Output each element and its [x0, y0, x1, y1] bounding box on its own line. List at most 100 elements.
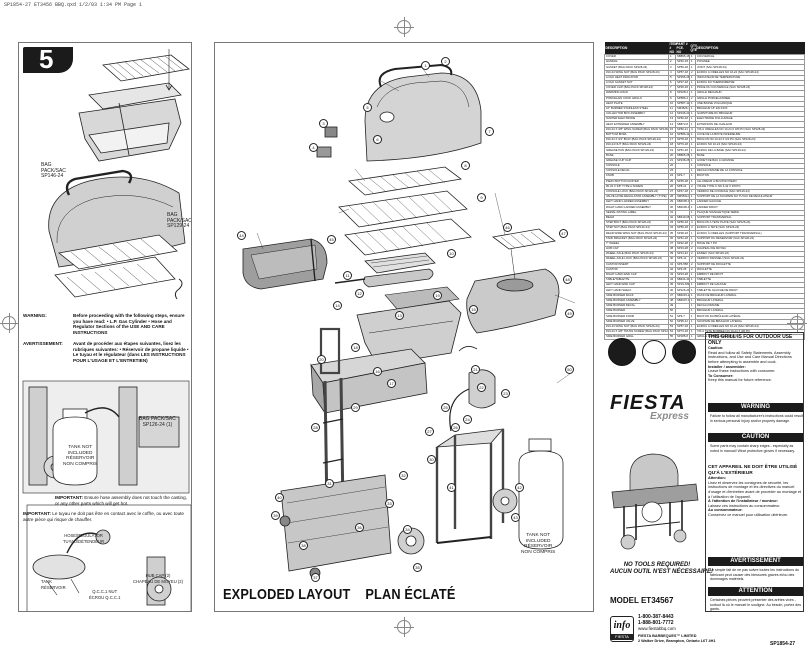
part-number: SB865-18: [675, 53, 690, 61]
part-number: SP23-28: [675, 271, 690, 279]
part-description-en: WHEEL AXLE LOCK (BAG PACK SP126-24): [604, 256, 669, 263]
col-part-number: PART # PCE. NO: [675, 42, 690, 55]
part-number: SP256-28: [675, 74, 690, 81]
part-callout: 31: [325, 479, 334, 488]
hub-cap-label: HUB CAP (2) CHAPEAU DE MOYEU (2): [133, 573, 184, 584]
part-number: SP95-12: [675, 318, 690, 325]
part-number: SP586-11: [675, 131, 690, 139]
part-description-en: #10-24 X 3/4" BOLT (BAG PACK SP129-24): [604, 136, 669, 144]
part-number: SP19-SSP: [675, 282, 690, 289]
part-number: SP586-4: [675, 95, 690, 102]
tank-not-included-label: TANK NOT INCLUDED RÉSERVOIR NON COMPRIS: [63, 445, 98, 467]
part-number: SP50-18: [675, 219, 690, 227]
caution-bar: CAUTION: [708, 433, 803, 442]
fr-installer-title: À l'attention de l'installateur / monteu…: [708, 499, 779, 504]
bag-label-sp126: BAG PACK/SAC SP126-24 (1): [139, 416, 176, 428]
part-number: SB4006-028: [675, 204, 690, 211]
part-number: SP79-18: [675, 142, 690, 149]
certification-seal-round: [672, 340, 696, 364]
part-callout: 34: [403, 525, 412, 534]
model-number: MODEL ET34567: [610, 596, 674, 605]
col-description-fr: DESCRIPTION: [695, 42, 805, 55]
part-description-fr: GRILLE DU BRÛLEUR LATÉRAL: [695, 334, 805, 341]
part-callout: 3: [319, 119, 328, 128]
part-description-en: VALVE HOSE REGULATOR ASSEMBLY (TYPE): [604, 194, 669, 201]
part-number: SP22-28: [675, 240, 690, 247]
part-callout: 35: [413, 563, 422, 572]
grill-product-image: [611, 453, 699, 550]
part-callout: 10: [447, 249, 456, 258]
part-number: SP73-18: [675, 328, 690, 336]
part-number: SB4007-08: [675, 297, 690, 305]
part-description-en: #10-24 X 3/8" WING SCREW (BAG PACK SP128…: [604, 126, 669, 133]
part-callout: 28: [311, 423, 320, 432]
part-number: SB441-41: [675, 277, 690, 284]
installer-title: Installer / assembler:: [708, 364, 746, 369]
important-fr-label: IMPORTANT:: [23, 511, 51, 516]
part-number: SP35-28: [675, 178, 690, 185]
part-number: SP61-18: [675, 235, 690, 242]
french-info-block: CET APPAREIL NE DOIT ÊTRE UTILISÉ QU'À L…: [708, 465, 803, 518]
part-callout: 41: [447, 483, 456, 492]
part-callout: 32: [399, 471, 408, 480]
warning-bullet: Failure to follow all manufacturer's ins…: [710, 414, 803, 423]
part-number: SP40-18: [675, 59, 690, 66]
attention-bullet: Certaines pièces peuvent présenter des a…: [710, 598, 802, 611]
step-number: 5: [39, 44, 54, 74]
hose-regulator-label: HOSE/REGULATOR TUYAU/DÉTENDEUR: [63, 533, 105, 544]
exploded-layout-title: EXPLODED LAYOUT PLAN ÉCLATÉ: [223, 586, 456, 603]
part-number: SP126-24: [675, 287, 690, 294]
part-callout: 17: [387, 379, 396, 388]
bag-label-sp129: BAG PACK/SAC SP129-24: [167, 212, 192, 229]
part-callout: 38: [299, 541, 308, 550]
important-label: IMPORTANT:: [55, 495, 83, 500]
part-number: SP60-18: [675, 116, 690, 123]
part-callout: 11: [343, 271, 352, 280]
caution-text: Read and follow all Safety Statements, A…: [708, 350, 792, 364]
part-number: SP78-18: [675, 136, 690, 144]
part-number: SP47-18: [675, 188, 690, 196]
info-logo-word: info: [613, 620, 631, 631]
website-link[interactable]: www.fiestabbq.com: [638, 626, 676, 631]
installer-text: Leave these instructions with consumer.: [708, 369, 776, 374]
step-illustration-top: [48, 49, 190, 300]
part-number: SP28-18: [675, 230, 690, 237]
caution-title: Caution:: [708, 346, 724, 351]
part-number: SP6-558: [675, 261, 690, 268]
caution-bullet: Some parts may contain sharp edges - esp…: [710, 444, 795, 453]
col-description-en: DESCRIPTION: [604, 42, 669, 55]
exploded-diagram: [242, 63, 576, 579]
part-callout: 24: [463, 415, 472, 424]
part-callout: 46: [503, 223, 512, 232]
fr-attention-title: Attention:: [708, 476, 726, 481]
registration-mark-top: [394, 17, 414, 37]
bag-label-sp146: BAG PACK/SAC SP146-24: [41, 162, 66, 179]
part-callout: 25: [441, 403, 450, 412]
part-callout: 16: [373, 367, 382, 376]
consumer-title: To Consumer:: [708, 373, 734, 378]
part-number: SP238-28: [675, 157, 690, 164]
part-number: SP13-32: [675, 251, 690, 258]
certification-seal-badge: [642, 340, 666, 364]
warning-bar: WARNING: [708, 403, 803, 412]
avertissement-block: AVERTISSEMENT: Avant de procéder aux éta…: [21, 341, 191, 381]
part-callout: 21: [471, 365, 480, 374]
fr-consumer-text: Conservez ce manuel pour utilisation ult…: [708, 512, 789, 517]
avertissement-bullet: Le simple fait de ne pas suivre toutes l…: [710, 568, 800, 581]
parts-and-info-panel: DESCRIPTION ITEM # NO PART # PCE. NO QTY…: [604, 42, 805, 647]
part-number: SP228-3: [675, 90, 690, 97]
warning-block: WARNING: Before proceeding with the foll…: [21, 313, 191, 345]
qcc-nut-label: Q.C.C.1 NUT ÉCROU Q.C.C.1: [89, 589, 121, 600]
outdoor-use-title: THIS GRILL IS FOR OUTDOOR USE ONLY: [708, 334, 793, 346]
part-number: SP37-18: [675, 79, 690, 87]
part-callout: 18: [351, 343, 360, 352]
company-address: FIESTA BARBEQUES™ LIMITED 2 Walker Drive…: [638, 634, 716, 643]
part-callout: 47: [559, 229, 568, 238]
important-fr-text: Le tuyau ne doit pas être en contact ave…: [23, 511, 184, 522]
registration-mark-bottom: [394, 617, 414, 637]
registration-mark-left: [0, 313, 19, 333]
part-callout: 30: [427, 455, 436, 464]
warning-text: Before proceeding with the following ste…: [73, 313, 185, 335]
